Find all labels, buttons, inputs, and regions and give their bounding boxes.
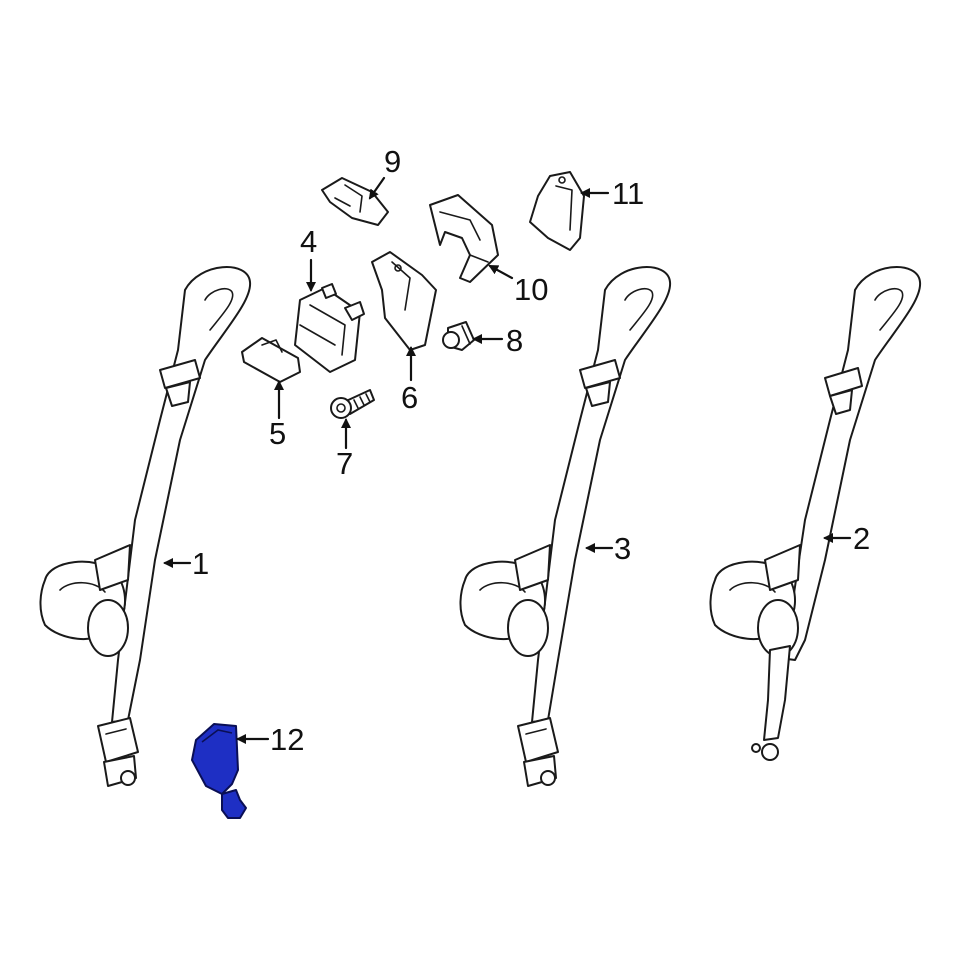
part-12-buckle[interactable] bbox=[191, 723, 247, 819]
callout-7: 7 bbox=[336, 446, 353, 481]
leader-10 bbox=[488, 264, 514, 280]
callout-11: 11 bbox=[612, 176, 644, 211]
part-2-seat-belt-right[interactable] bbox=[709, 266, 922, 761]
callout-4: 4 bbox=[300, 224, 317, 259]
part-5-guide[interactable] bbox=[241, 337, 301, 383]
part-7-bolt[interactable] bbox=[330, 389, 375, 419]
part-4-bracket[interactable] bbox=[294, 283, 365, 373]
callout-10: 10 bbox=[514, 272, 548, 307]
part-8-clip[interactable] bbox=[442, 321, 475, 351]
leader-9 bbox=[368, 176, 386, 200]
callout-1: 1 bbox=[192, 546, 209, 581]
part-9-cover[interactable] bbox=[321, 177, 389, 226]
part-1-seat-belt-left[interactable] bbox=[39, 266, 252, 787]
part-10-trim-cover[interactable] bbox=[429, 194, 499, 283]
callout-9: 9 bbox=[384, 144, 401, 179]
buckle-top[interactable] bbox=[201, 729, 233, 743]
callout-5: 5 bbox=[269, 416, 286, 451]
buckle-body[interactable] bbox=[191, 723, 239, 795]
callout-labels: 1 2 3 4 5 6 7 8 9 10 11 12 bbox=[192, 144, 870, 757]
part-11-guide-trim[interactable] bbox=[529, 171, 585, 251]
leader-lines bbox=[163, 176, 852, 744]
callout-3: 3 bbox=[614, 531, 631, 566]
part-3-seat-belt-center[interactable] bbox=[459, 266, 672, 787]
callout-12: 12 bbox=[270, 722, 304, 757]
buckle-stem[interactable] bbox=[221, 789, 247, 819]
part-6-bracket[interactable] bbox=[371, 251, 437, 351]
callout-8: 8 bbox=[506, 323, 523, 358]
callout-2: 2 bbox=[853, 521, 870, 556]
callout-6: 6 bbox=[401, 380, 418, 415]
